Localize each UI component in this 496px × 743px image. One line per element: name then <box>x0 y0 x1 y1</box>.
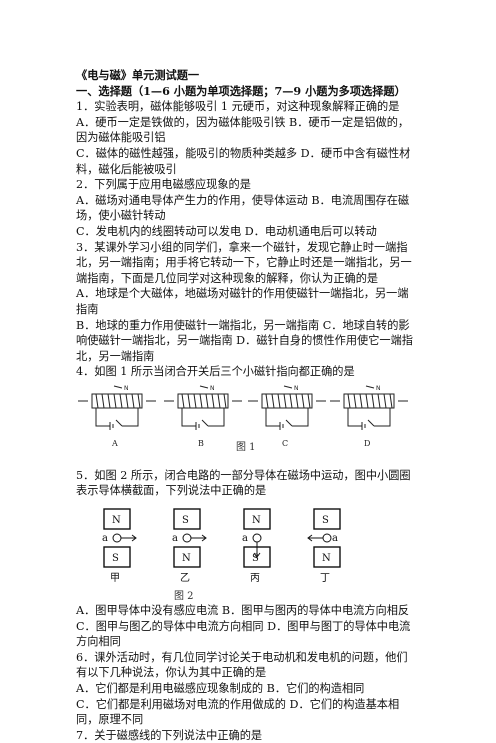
q1-stem: 1．实验表明，磁体能够吸引 1 元硬币，对这种现象解释正确的是 <box>76 100 400 114</box>
magnet-bottom-jia <box>103 546 131 568</box>
figure-2-drawing: N S S N N S S N a a a a 甲 乙 丙 丁 <box>102 508 341 584</box>
q3-option-a: A．地球是个大磁体，地磁场对磁针的作用使磁针一端指北，另一端指南 <box>76 287 409 316</box>
figure-1-drawing: N N N N A B C D <box>78 385 408 448</box>
document-body: 《电与磁》单元测试题一 一、选择题（1—6 小题为单项选择题；7—9 小题为多项… <box>76 68 416 743</box>
q6-options-cd: C．它们都是利用磁场对电流的作用做成的 D．它们的构造基本相同，原理不同 <box>76 697 400 727</box>
pole-top-jia: N <box>112 515 121 526</box>
motion-arrow-bing <box>253 542 261 558</box>
magnet-top-ding <box>313 508 341 530</box>
q6-stem: 6．课外活动时，有几位同学讨论关于电动机和发电机的问题，他们有以下几种说法，你认… <box>76 650 408 680</box>
pole-bottom-yi: N <box>182 553 191 564</box>
conductor-yi <box>182 533 192 543</box>
q1-options-cd: C．磁体的磁性越强，能吸引的物质种类越多 D．硬币中含有磁性材料，磁化后能被吸引 <box>76 146 411 176</box>
q5-options-cd: C．图甲与图乙的导体中电流方向相同 D．图甲与图丁的导体中电流方向相同 <box>76 619 411 649</box>
pole-top-bing: N <box>252 515 261 526</box>
document-page: 《电与磁》单元测试题一 一、选择题（1—6 小题为单项选择题；7—9 小题为多项… <box>76 68 413 742</box>
doc-title: 《电与磁》单元测试题一 <box>76 68 200 82</box>
figure-2-caption: 图 2 <box>174 591 194 603</box>
q5-options-ab: A．图甲导体中没有感应电流 B．图甲与图丙的导体中电流方向相反 <box>76 604 410 618</box>
motion-arrow-ding <box>307 534 323 542</box>
section-heading: 一、选择题（1—6 小题为单项选择题；7—9 小题为多项选择题） <box>76 83 406 98</box>
pole-bottom-ding: N <box>322 553 331 564</box>
solenoid-d <box>330 393 408 430</box>
motion-arrow-yi <box>191 534 207 542</box>
panel-label-b: B <box>198 439 204 448</box>
panel-name-ding: 丁 <box>320 573 330 584</box>
panel-name-bing: 丙 <box>250 573 260 584</box>
q1-options-ab: A．硬币一定是铁做的，因为磁体能吸引铁 B．硬币一定是铝做的，因为磁体能吸引铝 <box>76 115 410 145</box>
solenoid-a <box>78 393 156 430</box>
conductor-jia <box>112 533 122 543</box>
q4-stem: 4．如图 1 所示当闭合开关后三个小磁针指向都正确的是 <box>76 365 355 379</box>
panel-label-c: C <box>282 439 288 448</box>
q2-options-ab: A．磁场对通电导体产生力的作用，使导体运动 B．电流周围存在磁场，使小磁针转动 <box>76 193 410 223</box>
pole-bottom-bing: S <box>252 553 259 564</box>
figure-2: N S S N N S S N a a a a 甲 乙 丙 丁 <box>76 503 416 603</box>
needle-label-d: N <box>376 385 381 392</box>
solenoid-c <box>248 393 326 430</box>
panel-name-jia: 甲 <box>110 573 120 584</box>
q3-stem: 3．某课外学习小组的同学们，拿来一个磁针，发现它静止时一端指北，另一端指南；用手… <box>76 240 412 285</box>
q5-stem: 5．如图 2 所示，闭合电路的一部分导体在磁场中运动，图中小圆圈表示导体横截面，… <box>76 468 411 498</box>
motion-arrow-jia <box>121 534 137 542</box>
conductor-ding <box>322 533 332 543</box>
pole-top-yi: S <box>182 515 189 526</box>
needle-label-b: N <box>210 385 215 392</box>
magnet-top-bing <box>243 508 271 530</box>
a-label-ding: a <box>332 533 338 544</box>
magnet-bottom-ding <box>313 546 341 568</box>
panel-label-d: D <box>364 439 370 448</box>
magnet-bottom-yi <box>173 546 201 568</box>
q2-stem: 2．下列属于应用电磁感应现象的是 <box>76 178 251 192</box>
pole-bottom-jia: S <box>112 553 119 564</box>
panel-name-yi: 乙 <box>180 572 190 584</box>
figure-1: N N N N A B C D 图 1 <box>76 384 416 456</box>
figure-1-caption: 图 1 <box>236 441 256 453</box>
needle-label-c: N <box>294 385 299 392</box>
q7-stem: 7．关于磁感线的下列说法中正确的是 <box>76 728 263 742</box>
panel-label-a: A <box>111 439 118 448</box>
a-label-jia: a <box>102 533 108 544</box>
q6-options-ab: A．它们都是利用电磁感应现象制成的 B．它们的构造相同 <box>76 682 365 696</box>
q3-options-bcd: B．地球的重力作用使磁针一端指北，另一端指南 C．地球自转的影响使磁针一端指北，… <box>76 318 413 363</box>
a-label-bing: a <box>242 533 248 544</box>
solenoid-b <box>164 393 242 430</box>
needle-label-a: N <box>124 385 129 392</box>
a-label-yi: a <box>172 533 178 544</box>
magnet-top-yi <box>173 508 201 530</box>
conductor-bing <box>252 533 262 543</box>
pole-top-ding: S <box>322 515 329 526</box>
magnet-top-jia <box>103 508 131 530</box>
q2-options-cd: C．发电机内的线圈转动可以发电 D．电动机通电后可以转动 <box>76 224 377 238</box>
